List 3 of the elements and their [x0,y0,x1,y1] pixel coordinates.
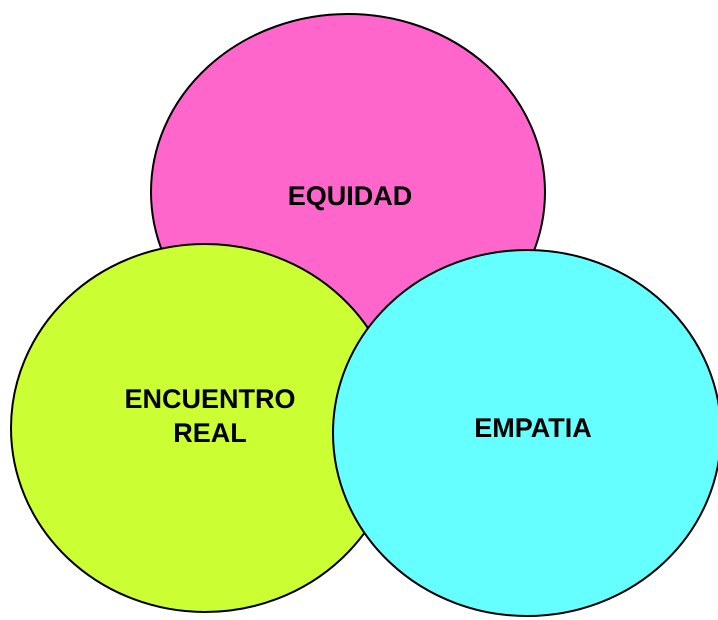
circle-label: EMPATIA [473,412,593,445]
circle-label: ENCUENTRO REAL [123,383,296,450]
circle-label: EQUIDAD [286,180,414,213]
